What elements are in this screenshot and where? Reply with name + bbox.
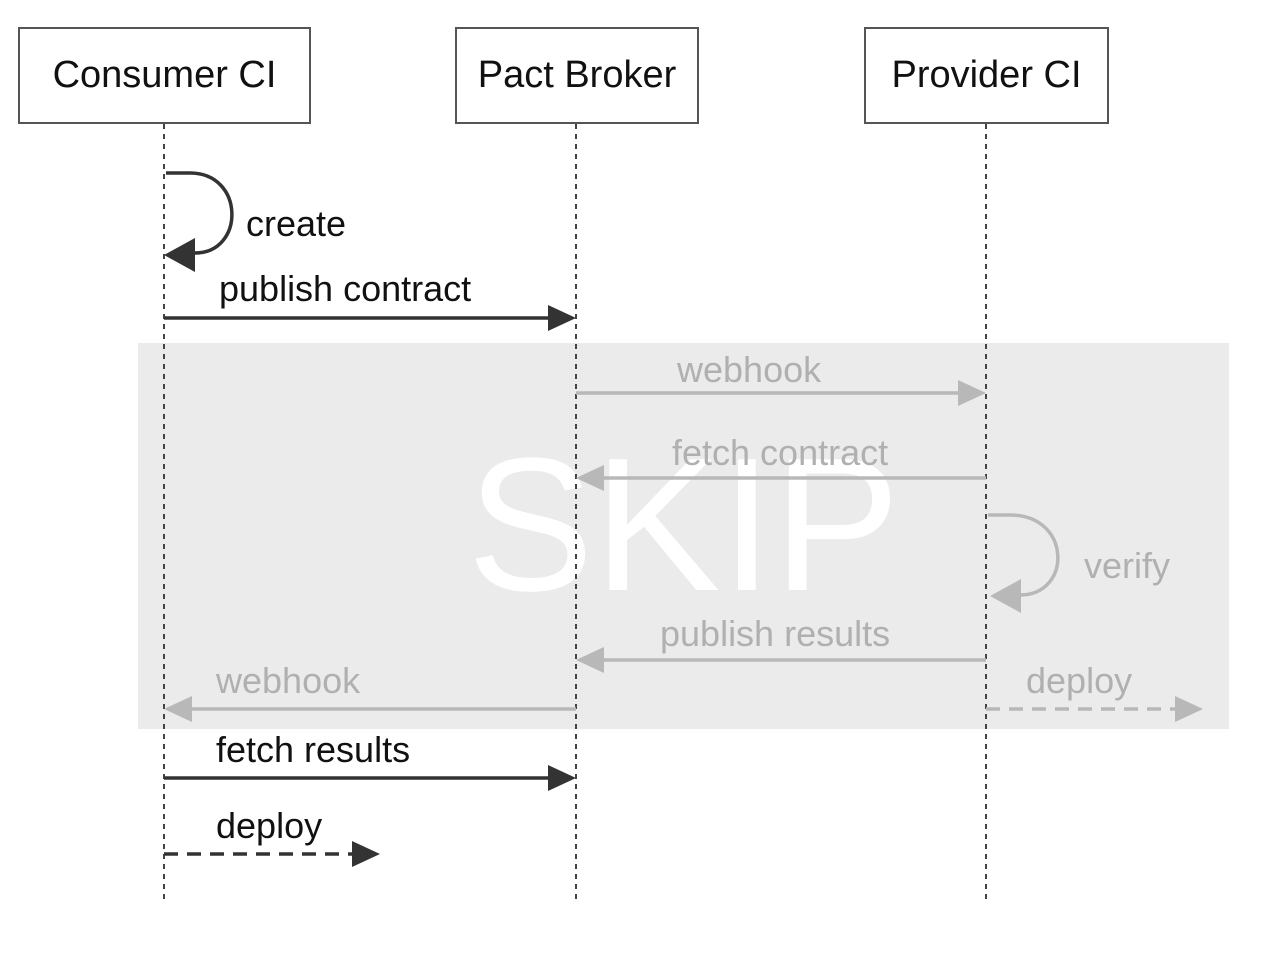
participant-provider-ci: Provider CI xyxy=(864,27,1109,124)
label-verify: verify xyxy=(1084,545,1170,586)
participant-pact-broker: Pact Broker xyxy=(455,27,699,124)
label-publish-contract: publish contract xyxy=(219,268,471,309)
label-provider-deploy: deploy xyxy=(1026,660,1132,701)
webhook-provider-arrowhead xyxy=(958,380,986,406)
verify-arrowhead xyxy=(990,579,1021,613)
label-webhook-consumer: webhook xyxy=(215,660,361,701)
publish-contract-arrowhead xyxy=(548,305,576,331)
label-consumer-deploy: deploy xyxy=(216,805,322,846)
provider-deploy-arrowhead xyxy=(1175,696,1203,722)
publish-results-arrowhead xyxy=(576,647,604,673)
verify-arrow xyxy=(988,513,1060,597)
label-fetch-contract: fetch contract xyxy=(672,432,888,473)
label-publish-results: publish results xyxy=(660,613,890,654)
label-fetch-results: fetch results xyxy=(216,729,410,770)
create-arrow xyxy=(166,171,234,255)
webhook-consumer-arrowhead xyxy=(164,696,192,722)
fetch-results-arrowhead xyxy=(548,765,576,791)
consumer-deploy-arrowhead xyxy=(352,841,380,867)
skip-watermark: SKIP xyxy=(467,419,900,631)
skip-region xyxy=(138,343,1229,729)
label-create: create xyxy=(246,203,346,244)
label-webhook-provider: webhook xyxy=(676,349,822,390)
participant-consumer-ci: Consumer CI xyxy=(18,27,311,124)
create-arrowhead xyxy=(164,238,195,272)
fetch-contract-arrowhead xyxy=(576,465,604,491)
